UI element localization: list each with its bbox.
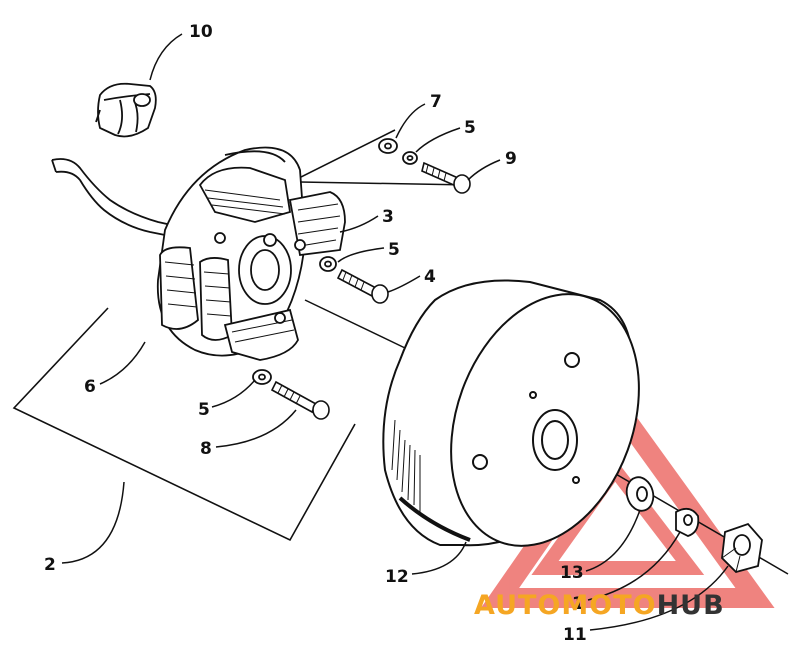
callout-13: 13	[560, 563, 584, 583]
lockwasher-part-5-bottom	[252, 369, 272, 385]
callout-3: 3	[382, 207, 394, 227]
callout-7: 7	[430, 92, 442, 112]
lockwasher-part-5-top	[402, 151, 418, 165]
watermark-text: AUTOMOTOHUB	[474, 590, 725, 621]
callout-1: 1	[572, 594, 584, 614]
callout-labels: 10 7 5 9 3 5 4 6 5 8 2 12 13 1 11	[44, 22, 587, 645]
callout-5-bottom: 5	[198, 400, 210, 420]
washer-part-7	[378, 138, 398, 154]
callout-6: 6	[84, 377, 96, 397]
flywheel-part-12	[382, 279, 640, 547]
leader-lines	[61, 33, 729, 631]
screw-part-9	[421, 161, 471, 194]
callout-10: 10	[189, 22, 213, 42]
stator-part-3	[156, 146, 346, 361]
screw-part-4	[336, 268, 389, 304]
watermark-moto: MOTO	[561, 590, 656, 621]
lockwasher-part-5-middle	[319, 256, 337, 272]
callout-5-middle: 5	[388, 240, 400, 260]
callout-5-top: 5	[464, 118, 476, 138]
watermark-hub: HUB	[657, 590, 725, 621]
lockwasher-part-1	[675, 507, 700, 537]
washer-part-13	[625, 476, 655, 512]
callout-11: 11	[563, 625, 587, 645]
screw-part-8	[270, 380, 330, 420]
callout-4: 4	[424, 267, 436, 287]
callout-12: 12	[385, 567, 409, 587]
callout-2: 2	[44, 555, 56, 575]
wire-harness	[51, 158, 177, 237]
grommet-part-10	[95, 82, 157, 138]
watermark-auto: AUTO	[474, 590, 561, 621]
nut-part-11	[721, 522, 763, 574]
callout-9: 9	[505, 149, 517, 169]
callout-8: 8	[200, 439, 212, 459]
